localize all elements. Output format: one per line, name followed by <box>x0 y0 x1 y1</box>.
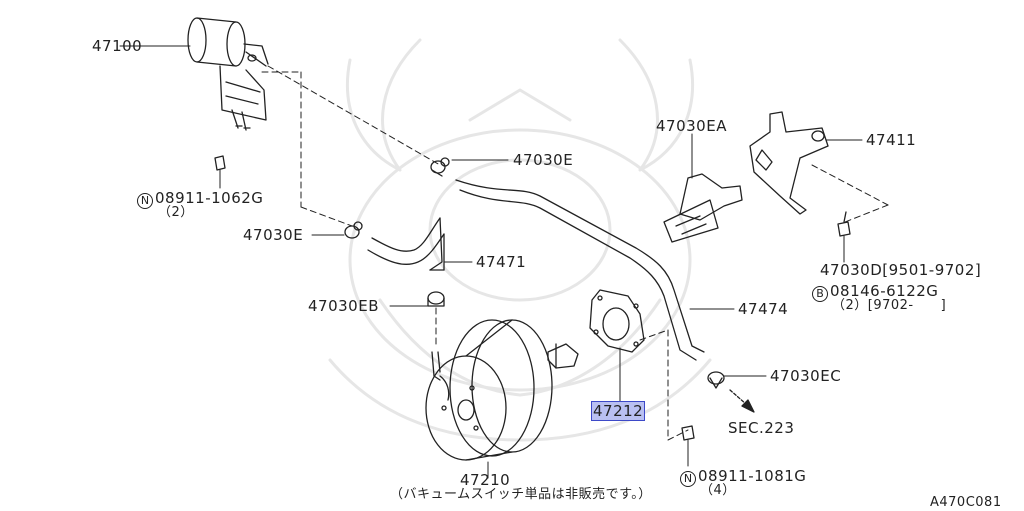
fastener-part: 08911-1081G <box>698 467 807 485</box>
label-47212[interactable]: 47212 <box>591 401 646 421</box>
n-symbol-icon: N <box>680 471 696 487</box>
fastener-top-left-qty: （2） <box>158 205 194 220</box>
watermark-crest <box>328 38 712 442</box>
clip-47030ec <box>707 371 725 389</box>
label-47030d[interactable]: 47030D[9501-9702] <box>820 261 982 279</box>
bolt-47030d <box>837 211 851 237</box>
bracket-47411 <box>749 111 829 215</box>
sec-arrow <box>729 389 755 413</box>
nut-bottom <box>681 425 695 441</box>
label-47030e-top[interactable]: 47030E <box>513 151 574 169</box>
fastener-right-b-qty: （2）[9702- ] <box>832 298 947 313</box>
label-47030ea[interactable]: 47030EA <box>656 117 727 135</box>
fastener-part: 08911-1062G <box>155 189 264 207</box>
label-47474[interactable]: 47474 <box>738 300 789 318</box>
vacuum-hose-47474 <box>455 179 705 361</box>
label-47100[interactable]: 47100 <box>92 37 143 55</box>
connector-47030ea <box>663 173 743 243</box>
label-47030e-left[interactable]: 47030E <box>243 226 304 244</box>
diagram-note: （バキュームスイッチ単品は非販売です。） <box>390 487 652 502</box>
fastener-bottom-qty: （4） <box>700 483 736 498</box>
label-sec[interactable]: SEC.223 <box>728 419 795 437</box>
diagram-code: A470C081 <box>930 495 1002 510</box>
n-symbol-icon: N <box>137 193 153 209</box>
hose-clip-47030e-left <box>344 221 363 239</box>
hose-clip-47030e-top <box>430 157 450 177</box>
clip-47030eb <box>427 291 445 307</box>
vacuum-hose-47471 <box>367 217 445 271</box>
label-47471[interactable]: 47471 <box>476 253 527 271</box>
gasket-47212 <box>589 289 645 353</box>
nut-top-left <box>214 155 226 171</box>
fastener-part: 08146-6122G <box>830 282 939 300</box>
highlight-47212: 47212 <box>591 401 646 421</box>
leader-dashes <box>261 65 889 441</box>
brake-booster-47210 <box>425 319 579 461</box>
label-47411[interactable]: 47411 <box>866 131 917 149</box>
vacuum-tank-47100 <box>187 17 269 131</box>
b-symbol-icon: B <box>812 286 828 302</box>
label-47210[interactable]: 47210 <box>460 471 511 489</box>
label-47030eb[interactable]: 47030EB <box>308 297 379 315</box>
label-47030ec[interactable]: 47030EC <box>770 367 842 385</box>
